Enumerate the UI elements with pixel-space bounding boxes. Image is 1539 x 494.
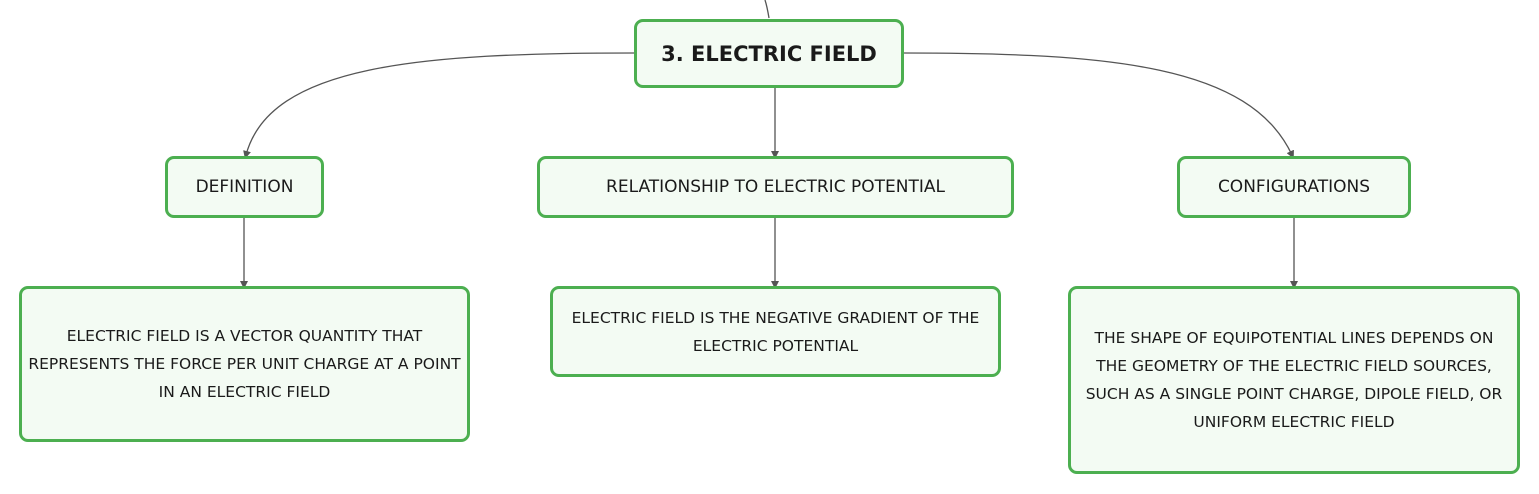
configurations-detail-node[interactable]: THE SHAPE OF EQUIPOTENTIAL LINES DEPENDS… — [1068, 286, 1520, 474]
configurations-node[interactable]: CONFIGURATIONS — [1177, 156, 1411, 218]
definition-node-label: DEFINITION — [195, 177, 294, 197]
definition-detail-text: ELECTRIC FIELD IS A VECTOR QUANTITY THAT… — [28, 327, 461, 401]
connector-root-to-definition — [243, 52, 635, 159]
connector-root-to-configurations — [903, 52, 1294, 159]
root-node-label: 3. ELECTRIC FIELD — [661, 41, 877, 66]
connector-parent-to-root — [764, 0, 770, 19]
relationship-detail-node[interactable]: ELECTRIC FIELD IS THE NEGATIVE GRADIENT … — [550, 286, 1001, 377]
relationship-detail-text: ELECTRIC FIELD IS THE NEGATIVE GRADIENT … — [571, 308, 980, 355]
definition-node[interactable]: DEFINITION — [165, 156, 324, 218]
relationship-node-label: RELATIONSHIP TO ELECTRIC POTENTIAL — [606, 177, 945, 197]
root-node[interactable]: 3. ELECTRIC FIELD — [634, 19, 904, 88]
configurations-node-label: CONFIGURATIONS — [1217, 177, 1371, 197]
definition-detail-node[interactable]: ELECTRIC FIELD IS A VECTOR QUANTITY THAT… — [19, 286, 470, 442]
configurations-detail-text: THE SHAPE OF EQUIPOTENTIAL LINES DEPENDS… — [1085, 329, 1503, 431]
relationship-node[interactable]: RELATIONSHIP TO ELECTRIC POTENTIAL — [537, 156, 1014, 218]
